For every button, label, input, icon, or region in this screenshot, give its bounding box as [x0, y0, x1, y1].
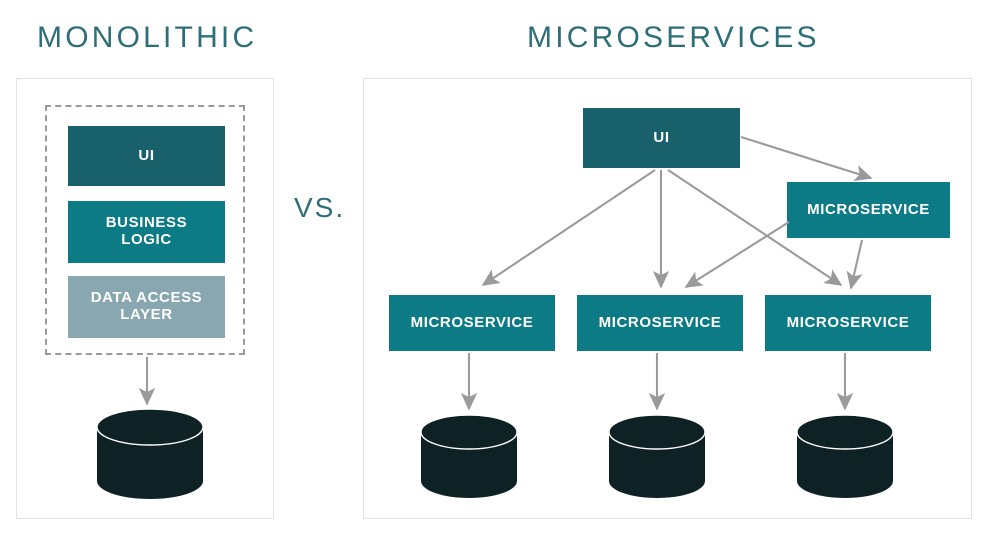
monolith-data-access-layer-box: DATA ACCESS LAYER — [68, 276, 225, 338]
database-cylinder-icon-1 — [420, 415, 518, 498]
database-cylinder-icon-monolith — [96, 409, 204, 499]
data-access-line-2: LAYER — [120, 306, 173, 323]
monolith-ui-box: UI — [68, 126, 225, 186]
versus-label: VS. — [294, 192, 346, 223]
microservice-box-right: MICROSERVICE — [787, 182, 950, 238]
microservices-panel-title: MICROSERVICES — [527, 21, 820, 54]
business-logic-line-1: BUSINESS — [105, 214, 188, 232]
monolith-business-logic-box: BUSINESS LOGIC — [68, 201, 225, 263]
microservices-ui-box: UI — [583, 108, 740, 168]
database-cylinder-icon-3 — [796, 415, 894, 498]
database-cylinder-icon-2 — [608, 415, 706, 498]
microservice-box-1: MICROSERVICE — [389, 295, 555, 351]
monolithic-panel-title: MONOLITHIC — [37, 21, 258, 54]
data-access-line-1: DATA ACCESS — [90, 289, 203, 307]
business-logic-line-2: LOGIC — [121, 231, 172, 248]
monolith-boundary-dashed-box — [45, 105, 245, 355]
microservice-box-2: MICROSERVICE — [577, 295, 743, 351]
microservice-box-3: MICROSERVICE — [765, 295, 931, 351]
